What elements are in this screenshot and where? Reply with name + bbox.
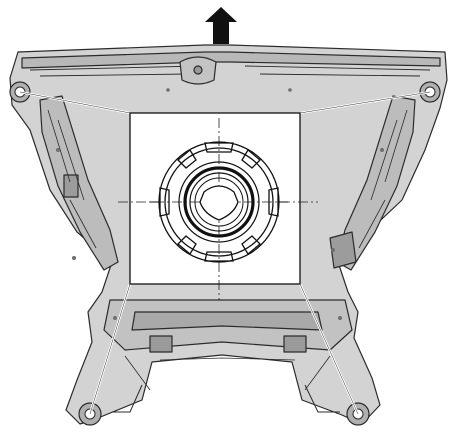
left-side-rail [39,95,119,271]
upper-crossmember [21,51,441,69]
bushing-detail-icon [118,112,318,300]
right-side-rail [336,95,416,271]
arrow-up-icon [205,7,237,44]
